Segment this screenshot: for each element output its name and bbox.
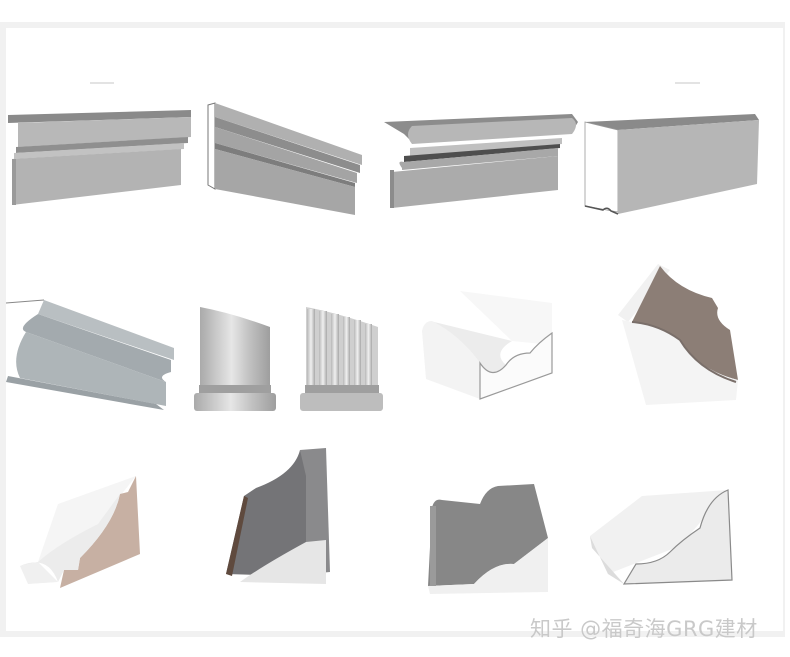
watermark-text: 知乎 @福奇海GRG建材 bbox=[530, 617, 758, 641]
white-profile-sample bbox=[420, 283, 560, 401]
white-stepped-cornice bbox=[588, 488, 733, 590]
stepped-cornice-gray bbox=[6, 105, 192, 210]
cove-cornice-blue-gray bbox=[5, 298, 176, 412]
rounded-lip-cornice-gray bbox=[382, 112, 580, 212]
gray-profile-white-core bbox=[424, 482, 552, 596]
decorative-dash bbox=[90, 82, 114, 84]
smooth-column-base bbox=[192, 305, 277, 413]
angled-trim-gray bbox=[205, 102, 365, 215]
dark-gray-crown-moulding bbox=[222, 446, 330, 586]
decorative-dash bbox=[675, 82, 700, 84]
brown-cove-cornice-sample bbox=[618, 260, 743, 405]
white-cornice-tan-core bbox=[18, 474, 140, 590]
fluted-column-base bbox=[298, 305, 384, 413]
rectangular-beam-gray bbox=[583, 110, 761, 216]
